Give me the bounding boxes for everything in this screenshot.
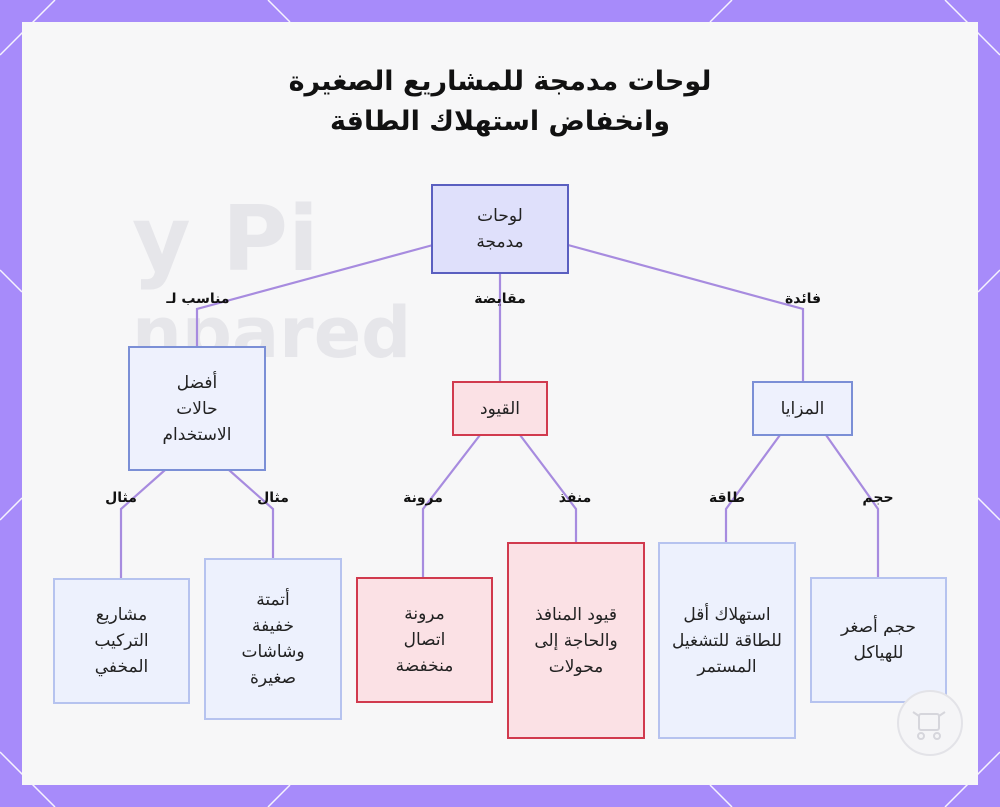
node-low-connectivity-label: مرونة اتصال منخفضة xyxy=(395,604,454,676)
node-use-cases: أفضل حالات الاستخدام xyxy=(128,346,266,471)
node-constraints-label: القيود xyxy=(480,398,520,419)
title-line-2: وانخفاض استهلاك الطاقة xyxy=(329,106,671,137)
edge-label-tradeoff: مقايضة xyxy=(474,291,526,307)
node-light-automation-label: أتمتة خفيفة وشاشات صغيرة xyxy=(241,590,305,688)
edge-constraints-connectivity xyxy=(421,434,481,578)
edge-label-example-2: مثال xyxy=(257,490,289,506)
node-advantages: المزايا xyxy=(752,381,853,436)
node-port-limits-label: قيود المنافذ والحاجة إلى محولات xyxy=(534,604,618,677)
edge-label-flexibility: مرونة xyxy=(403,490,443,506)
node-smaller-size-label: حجم أصغر للهياكل xyxy=(841,617,916,663)
edge-root-advantages xyxy=(567,243,805,381)
edge-usecases-hidden xyxy=(119,469,166,578)
node-use-cases-label: أفضل حالات الاستخدام xyxy=(162,372,232,445)
diagram-title: لوحات مدمجة للمشاريع الصغيرة وانخفاض است… xyxy=(0,62,1000,142)
edge-label-suitable-for: مناسب لـ xyxy=(166,291,230,307)
edge-constraints-ports xyxy=(519,434,578,542)
background-watermark: y Pi xyxy=(132,187,319,292)
node-light-automation: أتمتة خفيفة وشاشات صغيرة xyxy=(204,558,342,720)
node-hidden-projects: مشاريع التركيب المخفي xyxy=(53,578,190,704)
node-advantages-label: المزايا xyxy=(780,398,825,419)
node-low-power-label: استهلاك أقل للطاقة للتشغيل المستمر xyxy=(672,604,782,677)
edge-label-size: حجم xyxy=(862,490,894,506)
node-low-power: استهلاك أقل للطاقة للتشغيل المستمر xyxy=(658,542,796,739)
edge-advantages-power xyxy=(724,434,781,542)
title-line-1: لوحات مدمجة للمشاريع الصغيرة xyxy=(288,66,712,97)
node-smaller-size: حجم أصغر للهياكل xyxy=(810,577,947,703)
node-root-label: لوحات مدمجة xyxy=(476,206,524,252)
edge-advantages-size xyxy=(825,434,880,578)
node-hidden-projects-label: مشاريع التركيب المخفي xyxy=(94,605,149,677)
edge-usecases-automation xyxy=(228,469,275,558)
node-port-limits: قيود المنافذ والحاجة إلى محولات xyxy=(507,542,645,739)
node-constraints: القيود xyxy=(452,381,548,436)
node-root: لوحات مدمجة xyxy=(431,184,569,274)
edge-label-example-1: مثال xyxy=(105,490,137,506)
edge-label-port: منفذ xyxy=(558,490,592,506)
watermark-logo-icon xyxy=(897,690,963,756)
edge-label-energy: طاقة xyxy=(708,490,746,506)
node-low-connectivity: مرونة اتصال منخفضة xyxy=(356,577,493,703)
edge-label-benefit: فائدة xyxy=(784,291,822,307)
edge-root-usecases xyxy=(195,243,434,346)
